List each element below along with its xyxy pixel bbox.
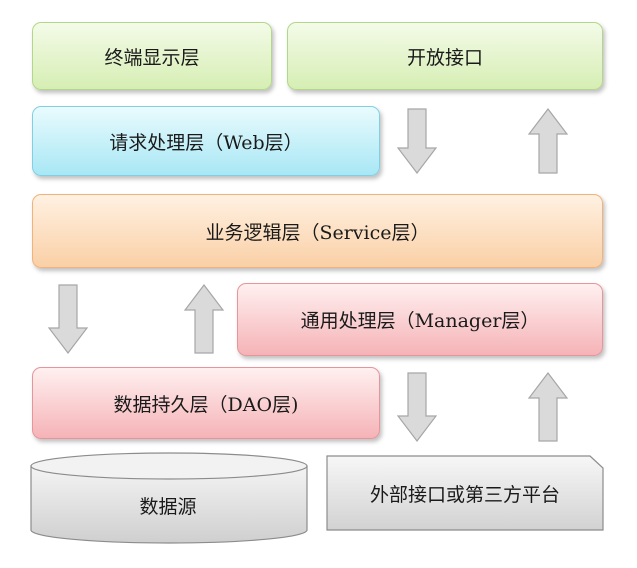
datasource-label: 数据源	[139, 495, 197, 518]
web-layer: 请求处理层（Web层）	[32, 106, 380, 176]
arrow-down-icon	[397, 372, 437, 442]
service-layer: 业务逻辑层（Service层）	[32, 194, 603, 268]
open-interface-box: 开放接口	[287, 22, 603, 90]
arrow-up-icon	[528, 108, 568, 174]
external-platform-shape	[326, 455, 604, 531]
arrow-up-icon	[528, 372, 568, 442]
dao-layer-label: 数据持久层（DAO层)	[113, 393, 299, 416]
manager-layer: 通用处理层（Manager层）	[237, 283, 603, 356]
manager-layer-label: 通用处理层（Manager层）	[300, 310, 540, 332]
open-interface-label: 开放接口	[406, 46, 483, 69]
datasource-cylinder	[30, 452, 308, 544]
arrow-up-icon	[184, 284, 224, 354]
service-layer-label: 业务逻辑层（Service层）	[205, 221, 430, 244]
arrow-down-icon	[48, 284, 88, 354]
external-platform-label: 外部接口或第三方平台	[369, 483, 560, 506]
web-layer-label: 请求处理层（Web层）	[109, 131, 303, 154]
terminal-display-layer: 终端显示层	[32, 22, 272, 90]
terminal-display-layer-label: 终端显示层	[104, 46, 200, 69]
arrow-down-icon	[397, 108, 437, 174]
dao-layer: 数据持久层（DAO层)	[32, 367, 380, 439]
